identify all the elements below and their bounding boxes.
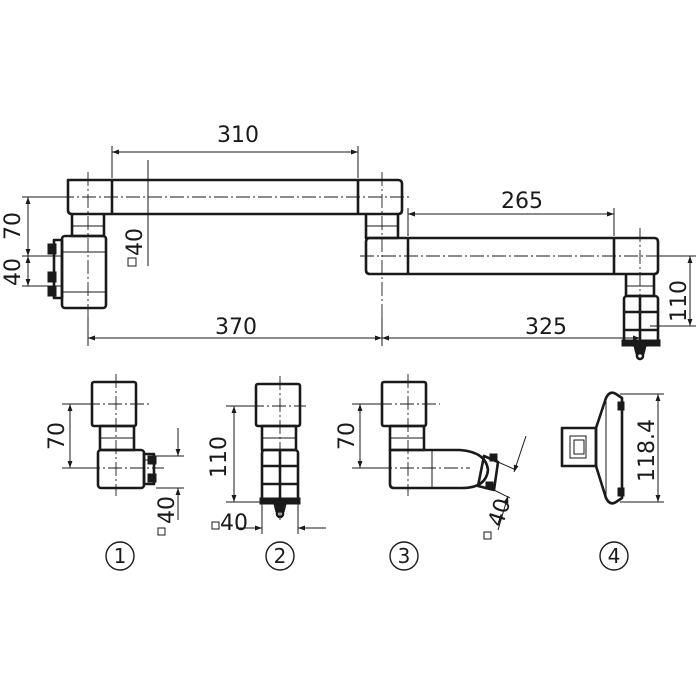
variant-1-number: 1 (114, 544, 127, 568)
label-325: 325 (525, 315, 567, 340)
dim-right-110: 110 (650, 255, 696, 327)
dim-310: 310 (111, 123, 359, 178)
dim-370-325: 370 325 (87, 315, 640, 346)
variant-3: 70 40 3 (335, 374, 527, 571)
dim-square-40: 40 (123, 160, 149, 267)
label-square-40: 40 (123, 228, 148, 256)
main-assembly: 310 265 40 70 40 (1, 123, 696, 361)
label-left-40: 40 (1, 258, 26, 286)
variant-1: 70 40 1 (45, 374, 184, 571)
variant-3-number: 3 (398, 544, 411, 568)
variant-4: 118.4 4 (560, 391, 664, 571)
v3-label-40: 40 (484, 495, 516, 529)
dim-left-70-40: 70 40 (1, 196, 66, 287)
label-right-110: 110 (667, 280, 692, 322)
top-arm (60, 172, 410, 318)
v4-label-118: 118.4 (635, 419, 660, 482)
variant-2: 110 40 2 (207, 376, 326, 571)
variant-4-number: 4 (608, 544, 621, 568)
v2-label-40: 40 (220, 511, 248, 536)
left-post (47, 214, 108, 310)
label-265: 265 (501, 189, 543, 214)
variant-2-number: 2 (274, 544, 287, 568)
dim-265: 265 (407, 189, 615, 236)
v1-label-40: 40 (155, 496, 180, 524)
v2-label-110: 110 (207, 436, 232, 478)
v1-label-70: 70 (45, 422, 70, 450)
label-370: 370 (215, 315, 257, 340)
label-310: 310 (217, 123, 259, 148)
label-left-70: 70 (1, 212, 26, 240)
right-drop (621, 274, 661, 361)
v3-label-70: 70 (335, 422, 360, 450)
